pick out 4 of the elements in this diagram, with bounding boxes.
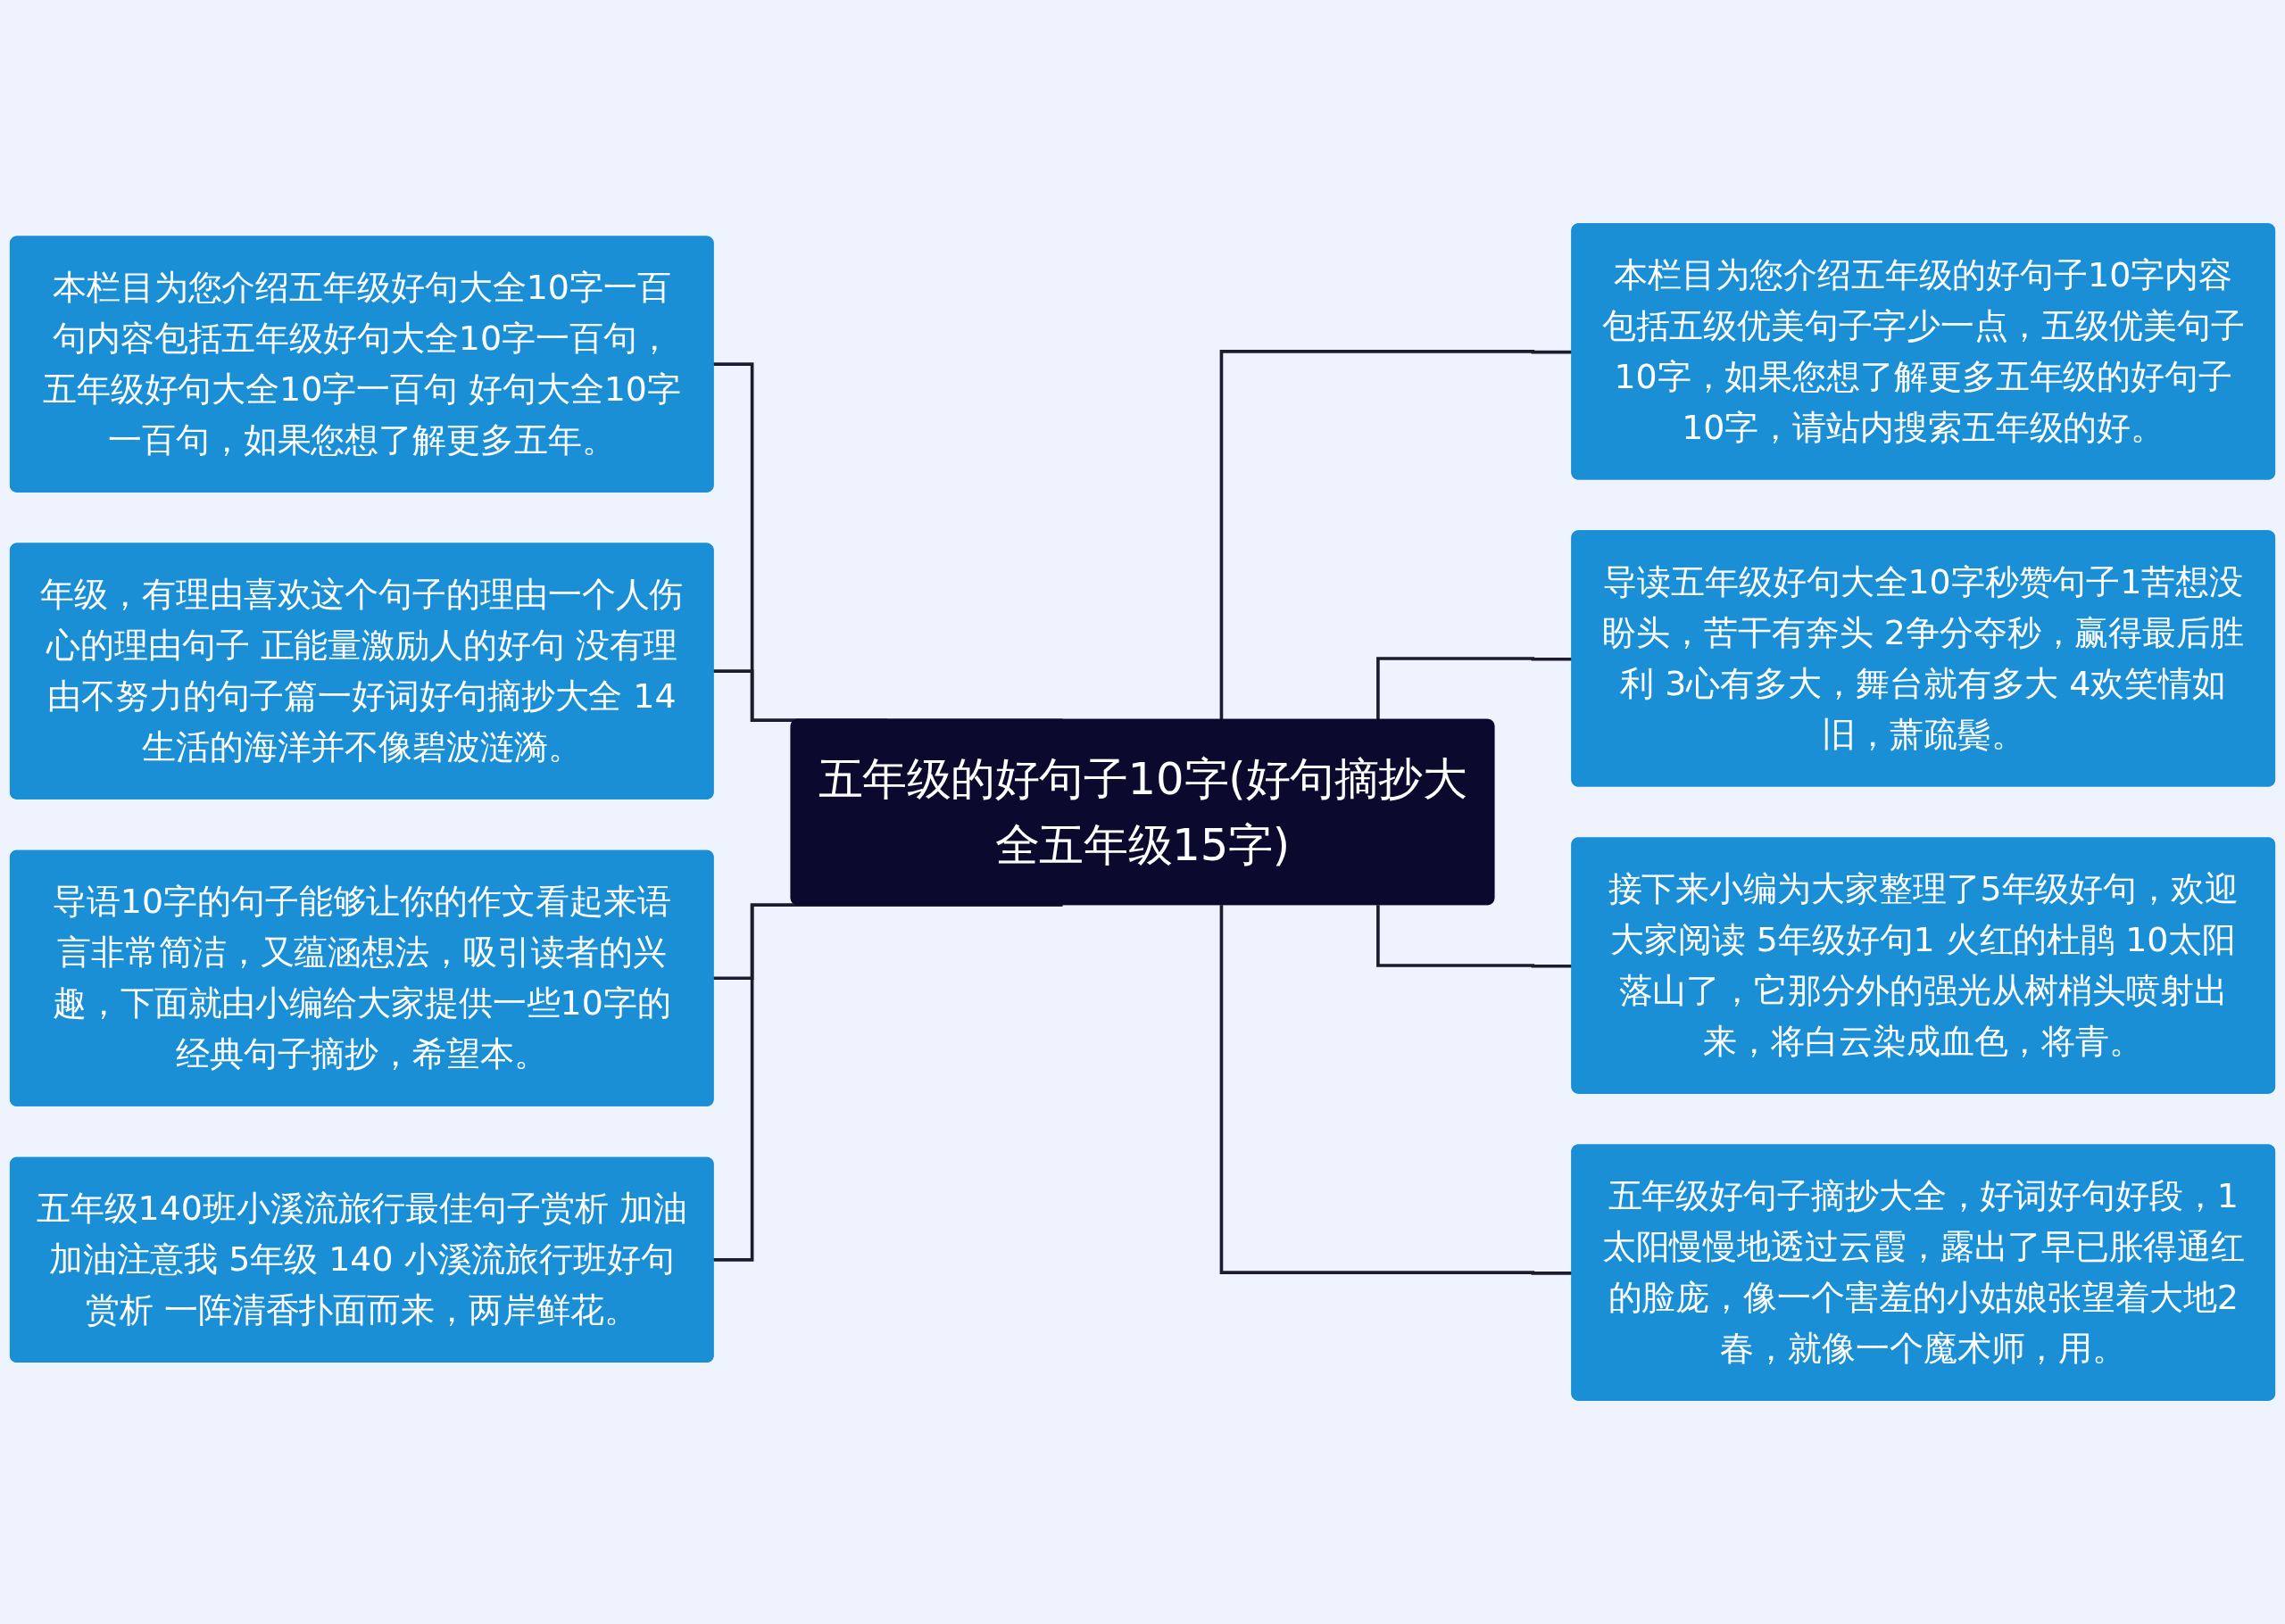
connector xyxy=(1219,350,1573,721)
connector xyxy=(1376,905,1573,968)
connector xyxy=(1219,905,1573,1275)
connector xyxy=(1376,657,1573,721)
